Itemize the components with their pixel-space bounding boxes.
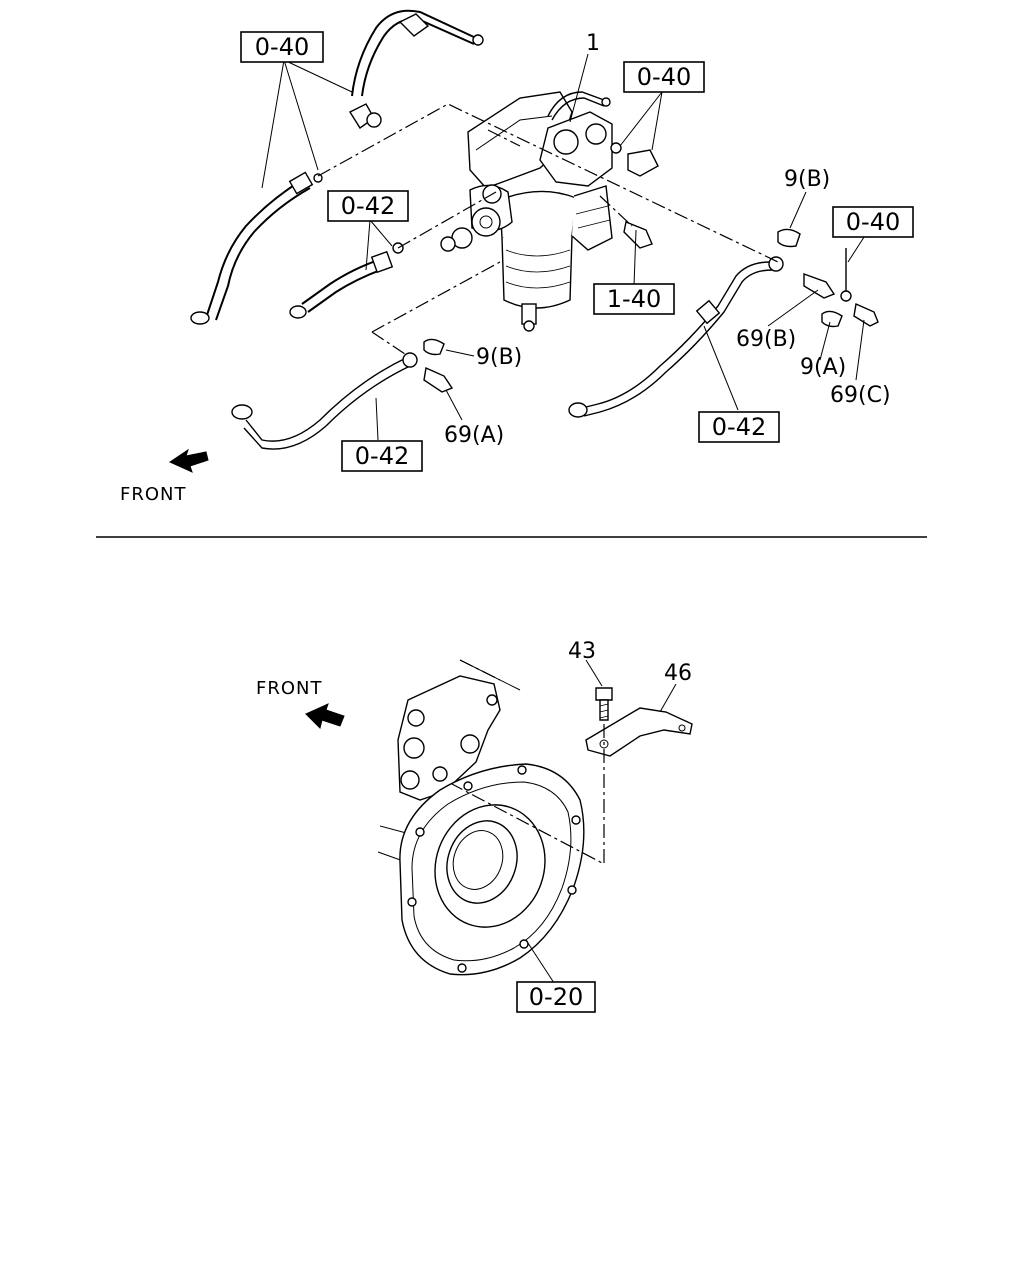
part-number-46: 46	[664, 661, 692, 686]
part-number-9b-right: 9(B)	[784, 167, 830, 192]
reference-box	[327, 190, 409, 222]
callout-0-40-top-right: 0-40	[623, 61, 705, 93]
reference-label: 0-40	[637, 63, 691, 91]
reference-box	[240, 31, 324, 63]
reference-label: 0-20	[529, 983, 583, 1011]
engine-block	[377, 659, 521, 863]
reference-label: 1-40	[607, 285, 661, 313]
part-number-69c: 69(C)	[830, 383, 891, 408]
flywheel-housing	[399, 763, 585, 976]
lower-left-fuel-pipe	[231, 338, 454, 450]
callout-0-42-lower-right: 0-42	[698, 411, 780, 443]
reference-box	[516, 981, 596, 1013]
callout-1-40: 1-40	[593, 283, 675, 315]
reference-label: 0-40	[846, 208, 900, 236]
callout-0-40-left: 0-40	[240, 31, 324, 63]
middle-fuel-hose	[289, 242, 404, 319]
front-direction-arrow	[168, 448, 209, 473]
reference-box	[593, 283, 675, 315]
front-label: FRONT	[256, 678, 323, 699]
part-number-69b: 69(B)	[736, 327, 796, 352]
part-number-9b-left: 9(B)	[476, 345, 522, 370]
part-number-9a: 9(A)	[800, 355, 846, 380]
reference-box	[341, 440, 423, 472]
part-number-43: 43	[568, 639, 596, 664]
top-view-centerlines	[317, 103, 779, 357]
fuel-filter-assembly	[440, 91, 659, 332]
callout-0-42-lower-left: 0-42	[341, 440, 423, 472]
left-fuel-hose	[190, 171, 323, 325]
reference-label: 0-42	[341, 192, 395, 220]
reference-label: 0-42	[712, 413, 766, 441]
reference-box	[623, 61, 705, 93]
bracket-46	[585, 707, 693, 757]
reference-box	[832, 206, 914, 238]
leader-43	[585, 659, 603, 687]
front-label: FRONT	[120, 484, 187, 505]
right-fuel-pipe	[568, 228, 879, 418]
part-number-69a: 69(A)	[444, 423, 504, 448]
callout-0-20: 0-20	[516, 981, 596, 1013]
callout-0-42-middle: 0-42	[327, 190, 409, 222]
front-arrow-icon	[305, 703, 345, 729]
front-arrow-icon	[168, 448, 209, 473]
reference-box	[698, 411, 780, 443]
bottom-view-diagram: FRONT 43 46 0-20	[256, 639, 693, 1013]
leader-0-20	[525, 939, 557, 987]
part-number-1: 1	[586, 31, 600, 56]
top-view-leader-lines	[261, 53, 867, 441]
callout-0-40-right: 0-40	[832, 206, 914, 238]
bottom-view-centerline	[451, 724, 605, 865]
leader-46	[659, 683, 677, 713]
bolt-43	[595, 687, 613, 721]
top-view-diagram: FRONT 0-40 0-40 0-40 0-42 0-42 0-42 1-	[120, 9, 914, 505]
reference-label: 0-40	[255, 33, 309, 61]
upper-fuel-line	[348, 9, 484, 130]
reference-label: 0-42	[355, 442, 409, 470]
